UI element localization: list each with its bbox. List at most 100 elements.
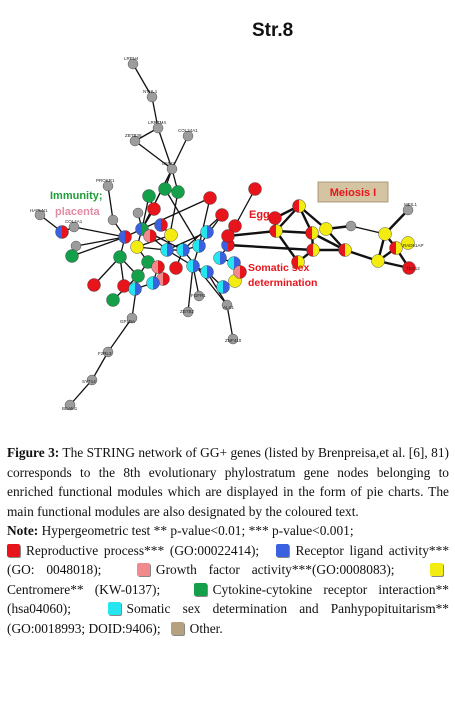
network-node-mg1 bbox=[154, 218, 168, 232]
network-node-cyan2 bbox=[128, 282, 142, 296]
network-node-sm4 bbox=[186, 259, 200, 273]
node-label-fgfr1: FGFR1 bbox=[191, 293, 206, 298]
network-node-pk2 bbox=[156, 272, 170, 286]
network-node-pk1 bbox=[143, 229, 157, 243]
network-node-cy8 bbox=[378, 227, 392, 241]
node-label-beam: BEAM1 bbox=[62, 406, 78, 411]
network-node-a3 bbox=[65, 249, 79, 263]
somatic-swatch-icon bbox=[107, 602, 121, 615]
network-node-mx2 bbox=[118, 230, 132, 244]
legend-item-other: Other. bbox=[170, 621, 223, 636]
network-edge bbox=[164, 188, 200, 247]
network-node-col4 bbox=[68, 221, 80, 233]
network-node-col24 bbox=[182, 130, 194, 142]
other-swatch-icon bbox=[170, 621, 184, 635]
network-node-beam bbox=[64, 399, 76, 411]
network-node-sm5 bbox=[200, 265, 214, 279]
string-network-figure: Str.8 Meiosis I Immunity; placenta Egg S… bbox=[30, 20, 424, 411]
network-node-ry1 bbox=[269, 224, 283, 238]
network-node-ry6 bbox=[338, 243, 352, 257]
network-node-g4 bbox=[345, 220, 357, 232]
node-label-col24: COL24A1 bbox=[178, 128, 198, 133]
network-node-pl1 bbox=[132, 207, 144, 219]
network-node-rd5 bbox=[248, 182, 262, 196]
network-node-rd6 bbox=[215, 208, 229, 222]
network-node-ry7 bbox=[319, 222, 333, 236]
network-edge bbox=[227, 243, 314, 252]
network-node-cy3 bbox=[164, 228, 178, 242]
network-edge bbox=[91, 351, 109, 381]
node-label-melt: MEIL1 bbox=[404, 202, 418, 207]
node-label-group: LRFN4 NTHL1 LRRTM4 ZBTB38 COL24A1 CMH3 P… bbox=[30, 56, 424, 411]
node-label-col4: COL4A1 bbox=[65, 219, 83, 224]
network-edge bbox=[157, 127, 173, 170]
network-node-lrrtm bbox=[152, 122, 164, 134]
network-node-hapln bbox=[34, 209, 46, 221]
network-node-n1 bbox=[107, 214, 119, 226]
network-node-rd8 bbox=[268, 211, 282, 225]
node-label-lrfn: LRFN4 bbox=[124, 56, 139, 61]
network-node-zbtb38 bbox=[129, 135, 141, 147]
figure-caption: Figure 3: The STRING network of GG+ gene… bbox=[7, 443, 449, 638]
network-edge bbox=[227, 229, 277, 238]
legend-item-cytokine: Cytokine-cytokine receptor interaction**… bbox=[7, 581, 450, 617]
network-node-tex bbox=[402, 261, 416, 275]
network-node-cy6 bbox=[216, 280, 230, 294]
network-node-melt bbox=[402, 204, 414, 216]
network-node-rd1 bbox=[147, 202, 161, 216]
determination-label: determination bbox=[248, 277, 317, 289]
network-node-znf bbox=[227, 333, 239, 345]
reproductive-swatch-icon bbox=[7, 543, 20, 557]
node-label-hapln: HAPLN1 bbox=[30, 208, 48, 213]
network-node-pk4 bbox=[233, 265, 247, 279]
node-label-tex: TEX12 bbox=[406, 266, 420, 271]
network-edge bbox=[132, 63, 153, 98]
network-node-g3 bbox=[200, 225, 214, 239]
network-node-rd4 bbox=[228, 219, 242, 233]
caption-text: The STRING network of GG+ genes (listed … bbox=[7, 445, 449, 519]
legend-item-growth-factor: Growth factor activity***(GO:0008083); bbox=[136, 562, 395, 577]
network-node-lrfn bbox=[127, 58, 139, 70]
node-label-zbtb38: ZBTB38 bbox=[125, 133, 142, 138]
node-label-alx: ALX1 bbox=[223, 305, 235, 310]
network-edge bbox=[171, 135, 189, 170]
network-edge bbox=[198, 197, 211, 247]
somatic-sex-label: Somatic sex bbox=[248, 262, 309, 274]
network-node-rad bbox=[401, 236, 415, 250]
network-edge bbox=[71, 236, 126, 257]
network-edge bbox=[107, 317, 133, 353]
egg-label: Egg bbox=[249, 209, 270, 221]
legend-item-centromere: Centromere** (KW-0137); bbox=[7, 562, 449, 597]
legend: Reproductive process*** (GO:00022414); R… bbox=[7, 541, 449, 639]
network-node-ry5 bbox=[291, 255, 305, 269]
network-edge bbox=[69, 379, 93, 406]
network-node-sm6 bbox=[213, 251, 227, 265]
growth-factor-swatch-icon bbox=[136, 563, 150, 576]
network-edge bbox=[151, 96, 159, 129]
network-node-rd2 bbox=[169, 261, 183, 275]
network-node-red1 bbox=[87, 278, 101, 292]
panel-title: Str.8 bbox=[252, 20, 293, 41]
node-label-rad: RAD51AP bbox=[403, 243, 424, 248]
note-label: Note: bbox=[7, 523, 39, 538]
placenta-label: placenta bbox=[55, 206, 101, 218]
node-label-znf: ZNF410 bbox=[225, 338, 242, 343]
network-node-alx bbox=[221, 299, 233, 311]
network-edge bbox=[73, 226, 126, 238]
legend-item-receptor-ligand: Receptor ligand activity*** (GO: 0048018… bbox=[7, 542, 450, 578]
node-label-f2rl3: F2RL3 bbox=[98, 351, 112, 356]
node-label-lrrtm: LRRTM4 bbox=[148, 120, 166, 125]
network-nodes bbox=[34, 58, 416, 411]
network-edge bbox=[141, 168, 173, 230]
network-node-a1 bbox=[55, 225, 69, 239]
node-label-prokr: PROKR1 bbox=[96, 178, 115, 183]
network-node-cmh bbox=[166, 163, 178, 175]
network-node-fgfr1 bbox=[193, 290, 205, 302]
network-node-cy7 bbox=[371, 254, 385, 268]
network-node-rd7 bbox=[221, 229, 235, 243]
meiosis-label-box bbox=[317, 181, 389, 203]
network-node-gr2 bbox=[158, 182, 172, 196]
network-node-sm2 bbox=[176, 243, 190, 257]
network-node-gr5 bbox=[131, 269, 145, 283]
cytokine-swatch-icon bbox=[193, 582, 207, 596]
